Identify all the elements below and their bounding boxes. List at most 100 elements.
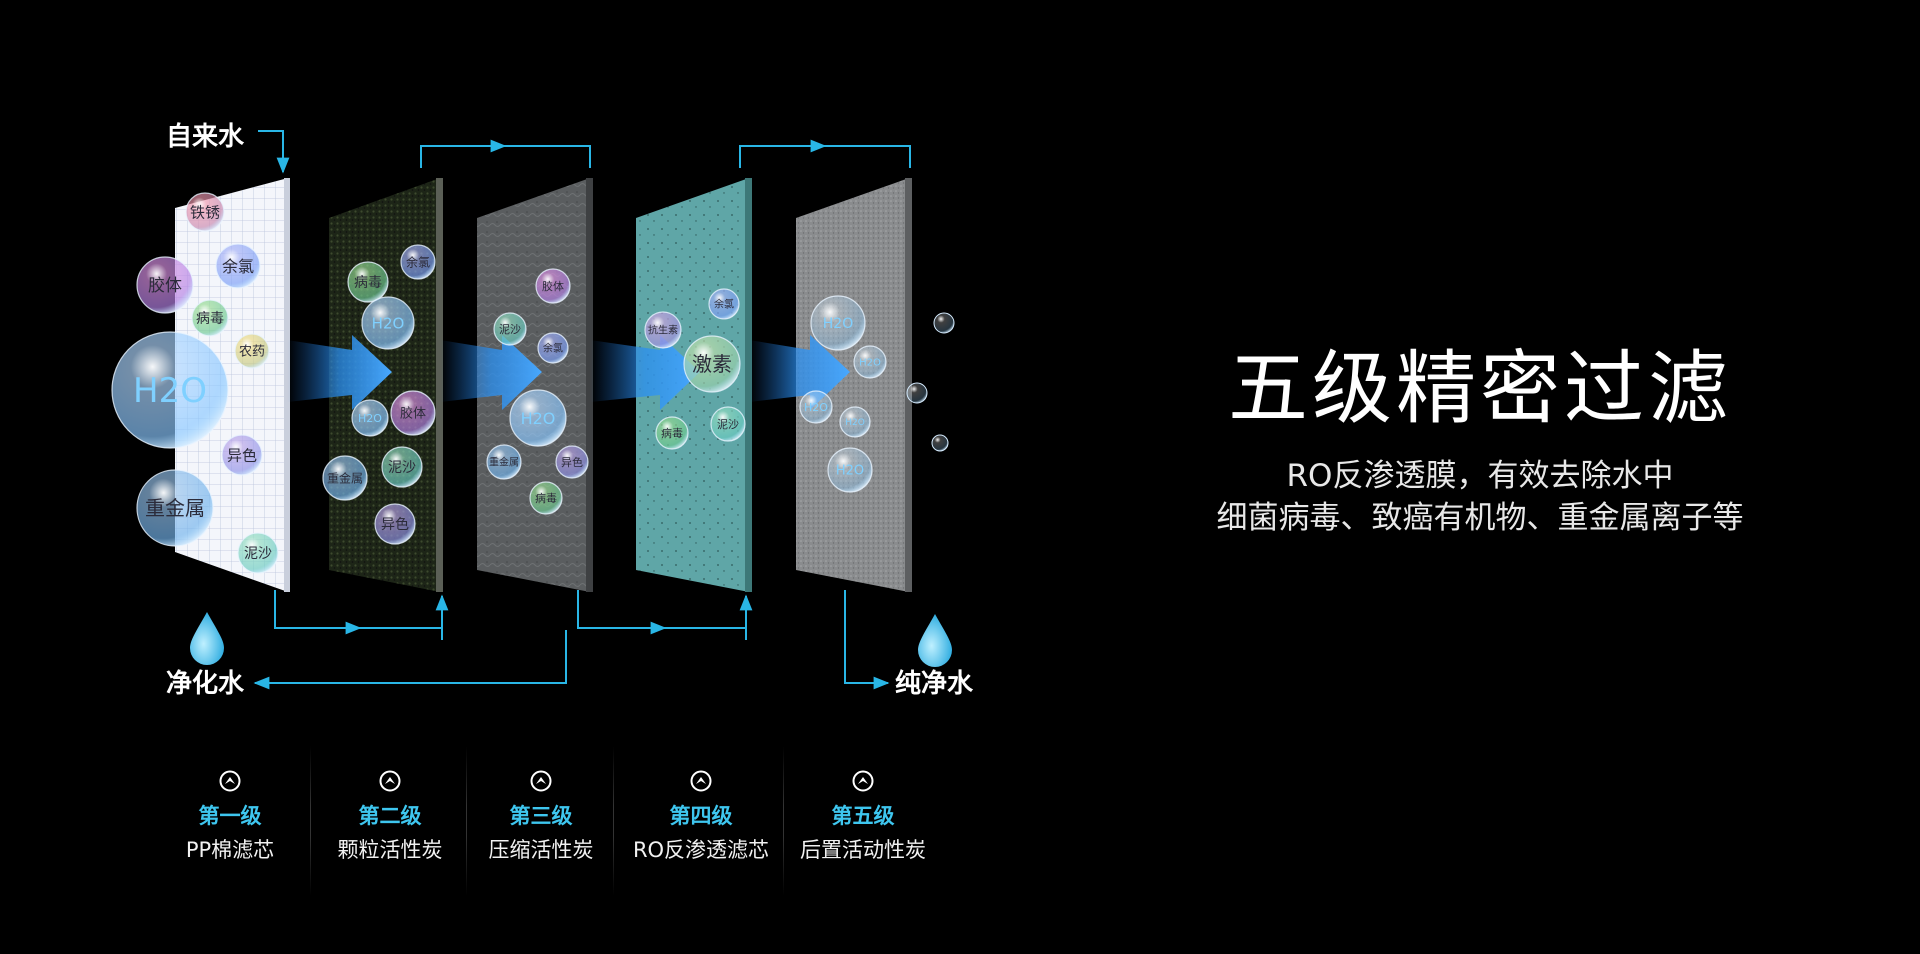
bubble-shine [347, 261, 389, 303]
stage-level: 第一级 [198, 804, 262, 828]
water-bubble [933, 312, 955, 334]
bubble-shine [185, 192, 225, 232]
bubble-label: 泥沙 [388, 460, 416, 476]
filter-layer-5 [796, 178, 912, 592]
bubble-label: 铁锈 [190, 203, 220, 221]
bubble-label: 抗生素 [648, 324, 678, 337]
contaminant-bubble: H2O [810, 295, 866, 351]
bypass-bottom-1 [274, 590, 443, 629]
contaminant-bubble: 激素 [683, 335, 741, 393]
bubble-label: 农药 [239, 345, 265, 360]
contaminant-bubble: 异色 [374, 503, 416, 545]
bubble-shine [374, 503, 416, 545]
bubble-shine [486, 444, 522, 480]
contaminant-bubble: H2O [827, 447, 873, 493]
bubble-shine [529, 481, 563, 515]
bubble-shine [708, 288, 740, 320]
contaminant-bubble: H2O [111, 331, 229, 449]
bubble-label: H2O [845, 418, 865, 428]
contaminant-bubble: 病毒 [347, 261, 389, 303]
stage-5: 第五级 后置活动性炭 [783, 746, 943, 864]
contaminant-bubble: 病毒 [655, 416, 689, 450]
bubble-shine [853, 345, 887, 379]
contaminant-bubble: 余氯 [400, 244, 436, 280]
clean-water-bubbles [906, 312, 955, 452]
headline-line-1: RO反渗透膜，有效去除水中 [1286, 458, 1674, 494]
bubble-shine [215, 243, 261, 289]
bubble-label: 泥沙 [717, 418, 739, 431]
contaminant-bubble: 抗生素 [644, 311, 682, 349]
contaminant-bubble: 泥沙 [493, 312, 527, 346]
stage-name: 压缩活性炭 [488, 838, 594, 862]
contaminant-bubble: 异色 [555, 445, 589, 479]
bubble-shine [839, 406, 871, 438]
filter-layer-4 [636, 178, 752, 592]
bubble-label: 余氯 [543, 342, 563, 355]
contaminant-bubble: H2O [853, 345, 887, 379]
bubble-label: 病毒 [661, 426, 683, 440]
inlet-label: 自来水 [166, 121, 245, 152]
contaminant-bubble: 余氯 [708, 288, 740, 320]
contaminant-bubble: 胶体 [390, 390, 436, 436]
flow-arrow-icon [590, 335, 700, 410]
chevron-up-circle-icon [852, 770, 874, 792]
chevron-up-circle-icon [379, 770, 401, 792]
bubble-label: 胶体 [542, 279, 564, 293]
stage-name: 颗粒活性炭 [337, 838, 443, 862]
headline: 五级精密过滤 RO反渗透膜，有效去除水中 细菌病毒、致癌有机物、重金属离子等 [1130, 345, 1830, 539]
stage-name: PP棉滤芯 [185, 838, 275, 862]
bubble-shine [322, 455, 368, 501]
bubble-shine [136, 469, 214, 547]
bubble-label: H2O [358, 412, 382, 425]
bypass-bottom-2 [577, 590, 747, 629]
bypass-top-1 [420, 145, 591, 168]
bubble-label: H2O [372, 314, 405, 332]
flow-lines [253, 130, 911, 690]
flow-arrow-icon [749, 335, 850, 410]
contaminant-bubble: 病毒 [529, 481, 563, 515]
bubble-shine [400, 244, 436, 280]
flow-arrow-icon [287, 335, 392, 410]
bubble-shine [390, 390, 436, 436]
bubble-shine [237, 532, 279, 574]
contaminant-bubble: 铁锈 [185, 192, 225, 232]
bubble-label: 异色 [227, 446, 257, 464]
bubble-label: 病毒 [354, 275, 382, 291]
bubble-label: H2O [804, 401, 828, 414]
water-drop-icon [190, 612, 224, 665]
contaminant-bubble: 泥沙 [710, 406, 746, 442]
bubble-shine [221, 434, 263, 476]
bypass-top-2 [739, 145, 911, 168]
contaminant-bubble: 重金属 [136, 469, 214, 547]
purified-outlet-arrow [253, 630, 567, 690]
purified-water-label: 净化水 [166, 669, 245, 699]
stage-name: RO反渗透滤芯 [632, 838, 770, 862]
bubble-label: 病毒 [535, 491, 557, 505]
bubble-shine [493, 312, 527, 346]
stage-4: 第四级 RO反渗透滤芯 [621, 746, 781, 864]
bubble-label: 激素 [692, 352, 732, 376]
bubble-shine [351, 399, 389, 437]
bubble-shine [710, 406, 746, 442]
headline-line-2: 细菌病毒、致癌有机物、重金属离子等 [1216, 500, 1744, 536]
bubble-shine [537, 332, 569, 364]
bubble-label: 异色 [381, 516, 409, 533]
bubble-shine [683, 335, 741, 393]
contaminant-bubble: 泥沙 [237, 532, 279, 574]
contaminant-bubble: H2O [509, 389, 567, 447]
bubble-shine [799, 390, 833, 424]
contaminant-bubble: 病毒 [191, 299, 229, 337]
water-drop-icon [918, 614, 952, 667]
stage-3: 第三级 压缩活性炭 [461, 746, 621, 864]
bubble-label: H2O [823, 316, 853, 332]
stage-divider [613, 746, 614, 896]
contaminant-bubble: 农药 [234, 333, 270, 369]
bubble-label: 重金属 [327, 470, 363, 485]
bubble-label: 病毒 [196, 311, 224, 327]
bubble-label: 余氯 [714, 298, 734, 311]
water-bubble [906, 382, 928, 404]
bubble-shine [535, 268, 571, 304]
